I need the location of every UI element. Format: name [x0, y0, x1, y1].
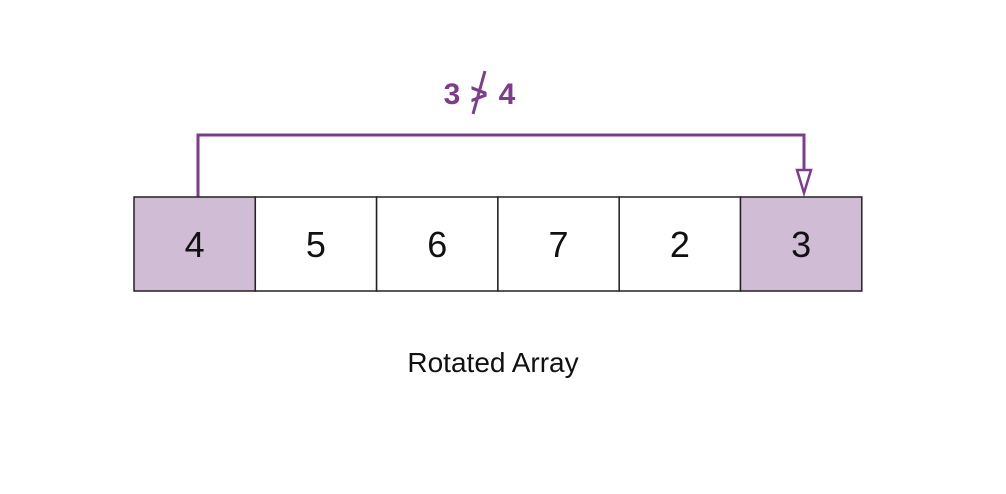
- array-cell: 7: [497, 196, 620, 292]
- comparison-left: 3: [444, 78, 461, 111]
- array-cell-box-highlighted: [133, 196, 257, 292]
- array-cell-box: [497, 196, 620, 292]
- array-cell-value: 6: [427, 224, 447, 265]
- negation-slash: [471, 70, 487, 115]
- array-cell-value: 5: [306, 224, 326, 265]
- comparison-arrow: [196, 133, 813, 198]
- array-cell-value: 3: [791, 224, 811, 265]
- array-cell-value: 7: [549, 224, 569, 265]
- comparison-label: 3 > 4: [444, 70, 516, 115]
- array-cell: 2: [618, 196, 742, 292]
- diagram-caption: Rotated Array: [407, 347, 578, 378]
- array-cell-box: [254, 196, 378, 292]
- array-cell: 4: [133, 196, 257, 292]
- array-cell-box-highlighted: [739, 196, 863, 292]
- array-cell-value: 4: [185, 224, 205, 265]
- array: 4 5 6 7 2 3: [133, 196, 863, 292]
- comparison-right: 4: [499, 78, 516, 111]
- array-cell: 3: [739, 196, 863, 292]
- arrowhead-icon: [795, 168, 813, 198]
- arrow-connector: [196, 133, 806, 197]
- array-cell: 5: [254, 196, 378, 292]
- array-cell-box: [618, 196, 742, 292]
- array-cell: 6: [375, 196, 499, 292]
- array-cell-value: 2: [670, 224, 690, 265]
- array-cell-box: [375, 196, 499, 292]
